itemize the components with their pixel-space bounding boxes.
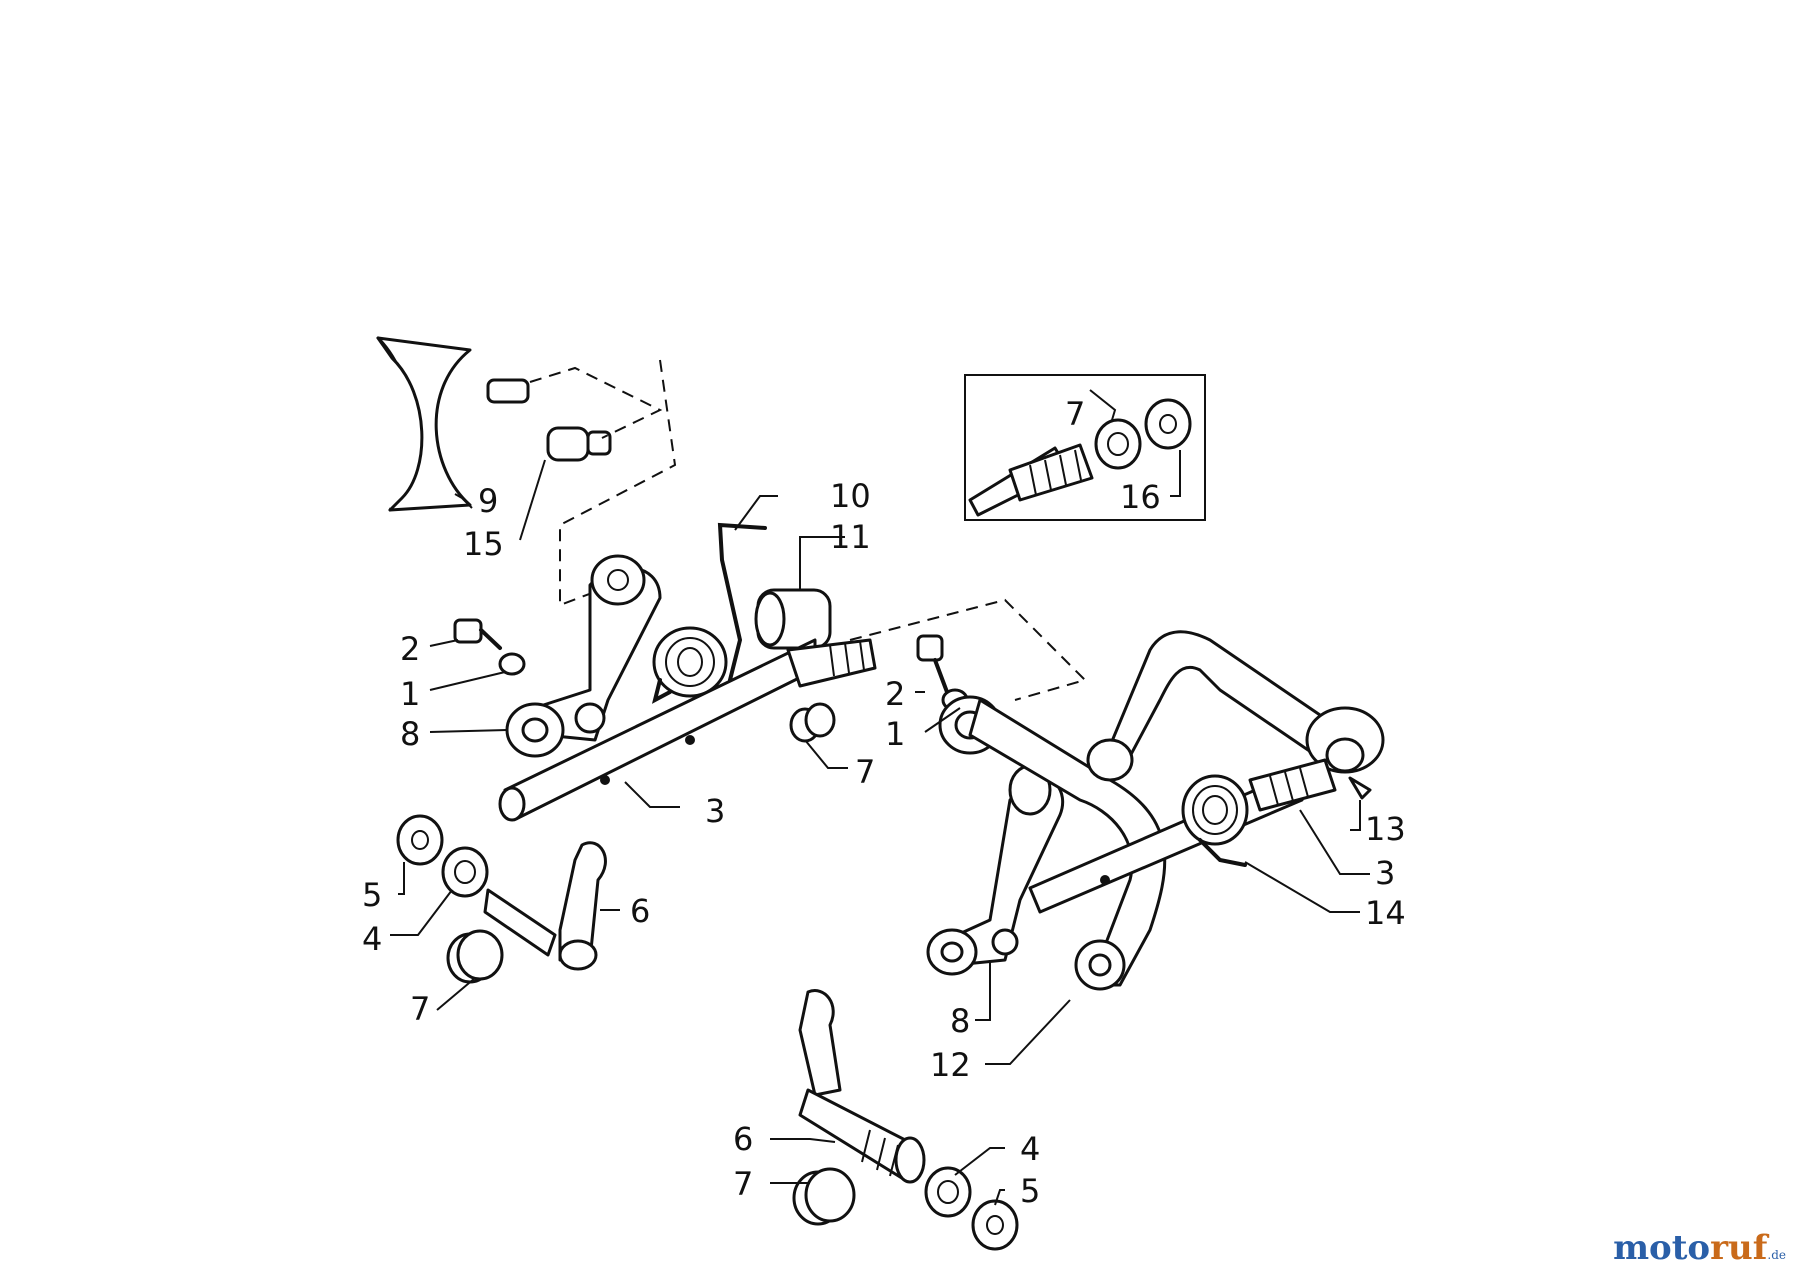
label-10: 10	[830, 477, 871, 515]
label-11: 11	[830, 518, 871, 556]
label-7-inset: 7	[1065, 395, 1085, 433]
spring-wire-part-10	[717, 522, 767, 682]
o-rings-part-7-shaft	[789, 702, 836, 743]
part-number-labels: 9 15 10 11 2 1 8 7 3 5 4 6 7 7 16 2 1 13…	[362, 395, 1406, 1210]
selector-lever-part-6-left	[483, 841, 607, 971]
label-13: 13	[1365, 810, 1406, 848]
label-12: 12	[930, 1046, 971, 1084]
watermark-part3: .de	[1767, 1248, 1786, 1262]
label-4-bottom: 4	[1020, 1130, 1040, 1168]
label-8-left: 8	[400, 715, 420, 753]
label-16: 16	[1120, 478, 1161, 516]
spring-part-14	[1181, 774, 1249, 867]
selector-lever-part-6-bottom	[798, 989, 926, 1184]
label-15: 15	[463, 525, 504, 563]
label-14: 14	[1365, 894, 1406, 932]
label-5-left: 5	[362, 876, 382, 914]
pin-part-15	[546, 426, 612, 462]
motoruf-watermark: motoruf.de	[1613, 1228, 1786, 1268]
label-7-bottom: 7	[733, 1165, 753, 1203]
assembly-line-fork-2	[559, 359, 677, 607]
bearing-part-4-bottom	[924, 1166, 972, 1218]
label-9: 9	[478, 482, 498, 520]
lever-arm-part-8-right	[926, 695, 1065, 976]
label-2-right: 2	[885, 675, 905, 713]
label-2-left: 2	[400, 630, 420, 668]
bolt-part-2-left	[453, 618, 526, 676]
shift-shaft-part-3-left	[498, 638, 877, 822]
assembly-line-right	[849, 598, 1087, 701]
label-6-bottom: 6	[733, 1120, 753, 1158]
label-7-left: 7	[410, 990, 430, 1028]
spring-coil	[651, 626, 728, 704]
label-1-right: 1	[885, 715, 905, 753]
label-6-left: 6	[630, 892, 650, 930]
fork-bracket-part-12	[968, 698, 1167, 991]
watermark-part2: ruf	[1710, 1228, 1768, 1268]
assembly-line-fork	[529, 366, 663, 439]
lever-arm-part-8-left	[505, 554, 662, 758]
label-8-right: 8	[950, 1002, 970, 1040]
watermark-part1: moto	[1613, 1228, 1711, 1268]
bearing-part-4-left	[441, 846, 489, 898]
sleeve-part-11	[754, 588, 832, 650]
label-1-left: 1	[400, 675, 420, 713]
sleeve-part-7-bottom	[792, 1167, 856, 1226]
label-3-right: 3	[1375, 854, 1395, 892]
label-3-left: 3	[705, 792, 725, 830]
label-4-left: 4	[362, 920, 382, 958]
washer-part-5-bottom	[971, 1199, 1019, 1251]
washer-part-5-left	[396, 814, 444, 866]
label-5-bottom: 5	[1020, 1172, 1040, 1210]
inset-detail-box	[964, 374, 1206, 521]
leader-lines	[390, 389, 1370, 1206]
sleeve-part-7-left	[446, 929, 504, 984]
fork-part-13	[1086, 630, 1385, 800]
label-7-shaft: 7	[855, 753, 875, 791]
shift-fork-part-9	[376, 336, 530, 512]
